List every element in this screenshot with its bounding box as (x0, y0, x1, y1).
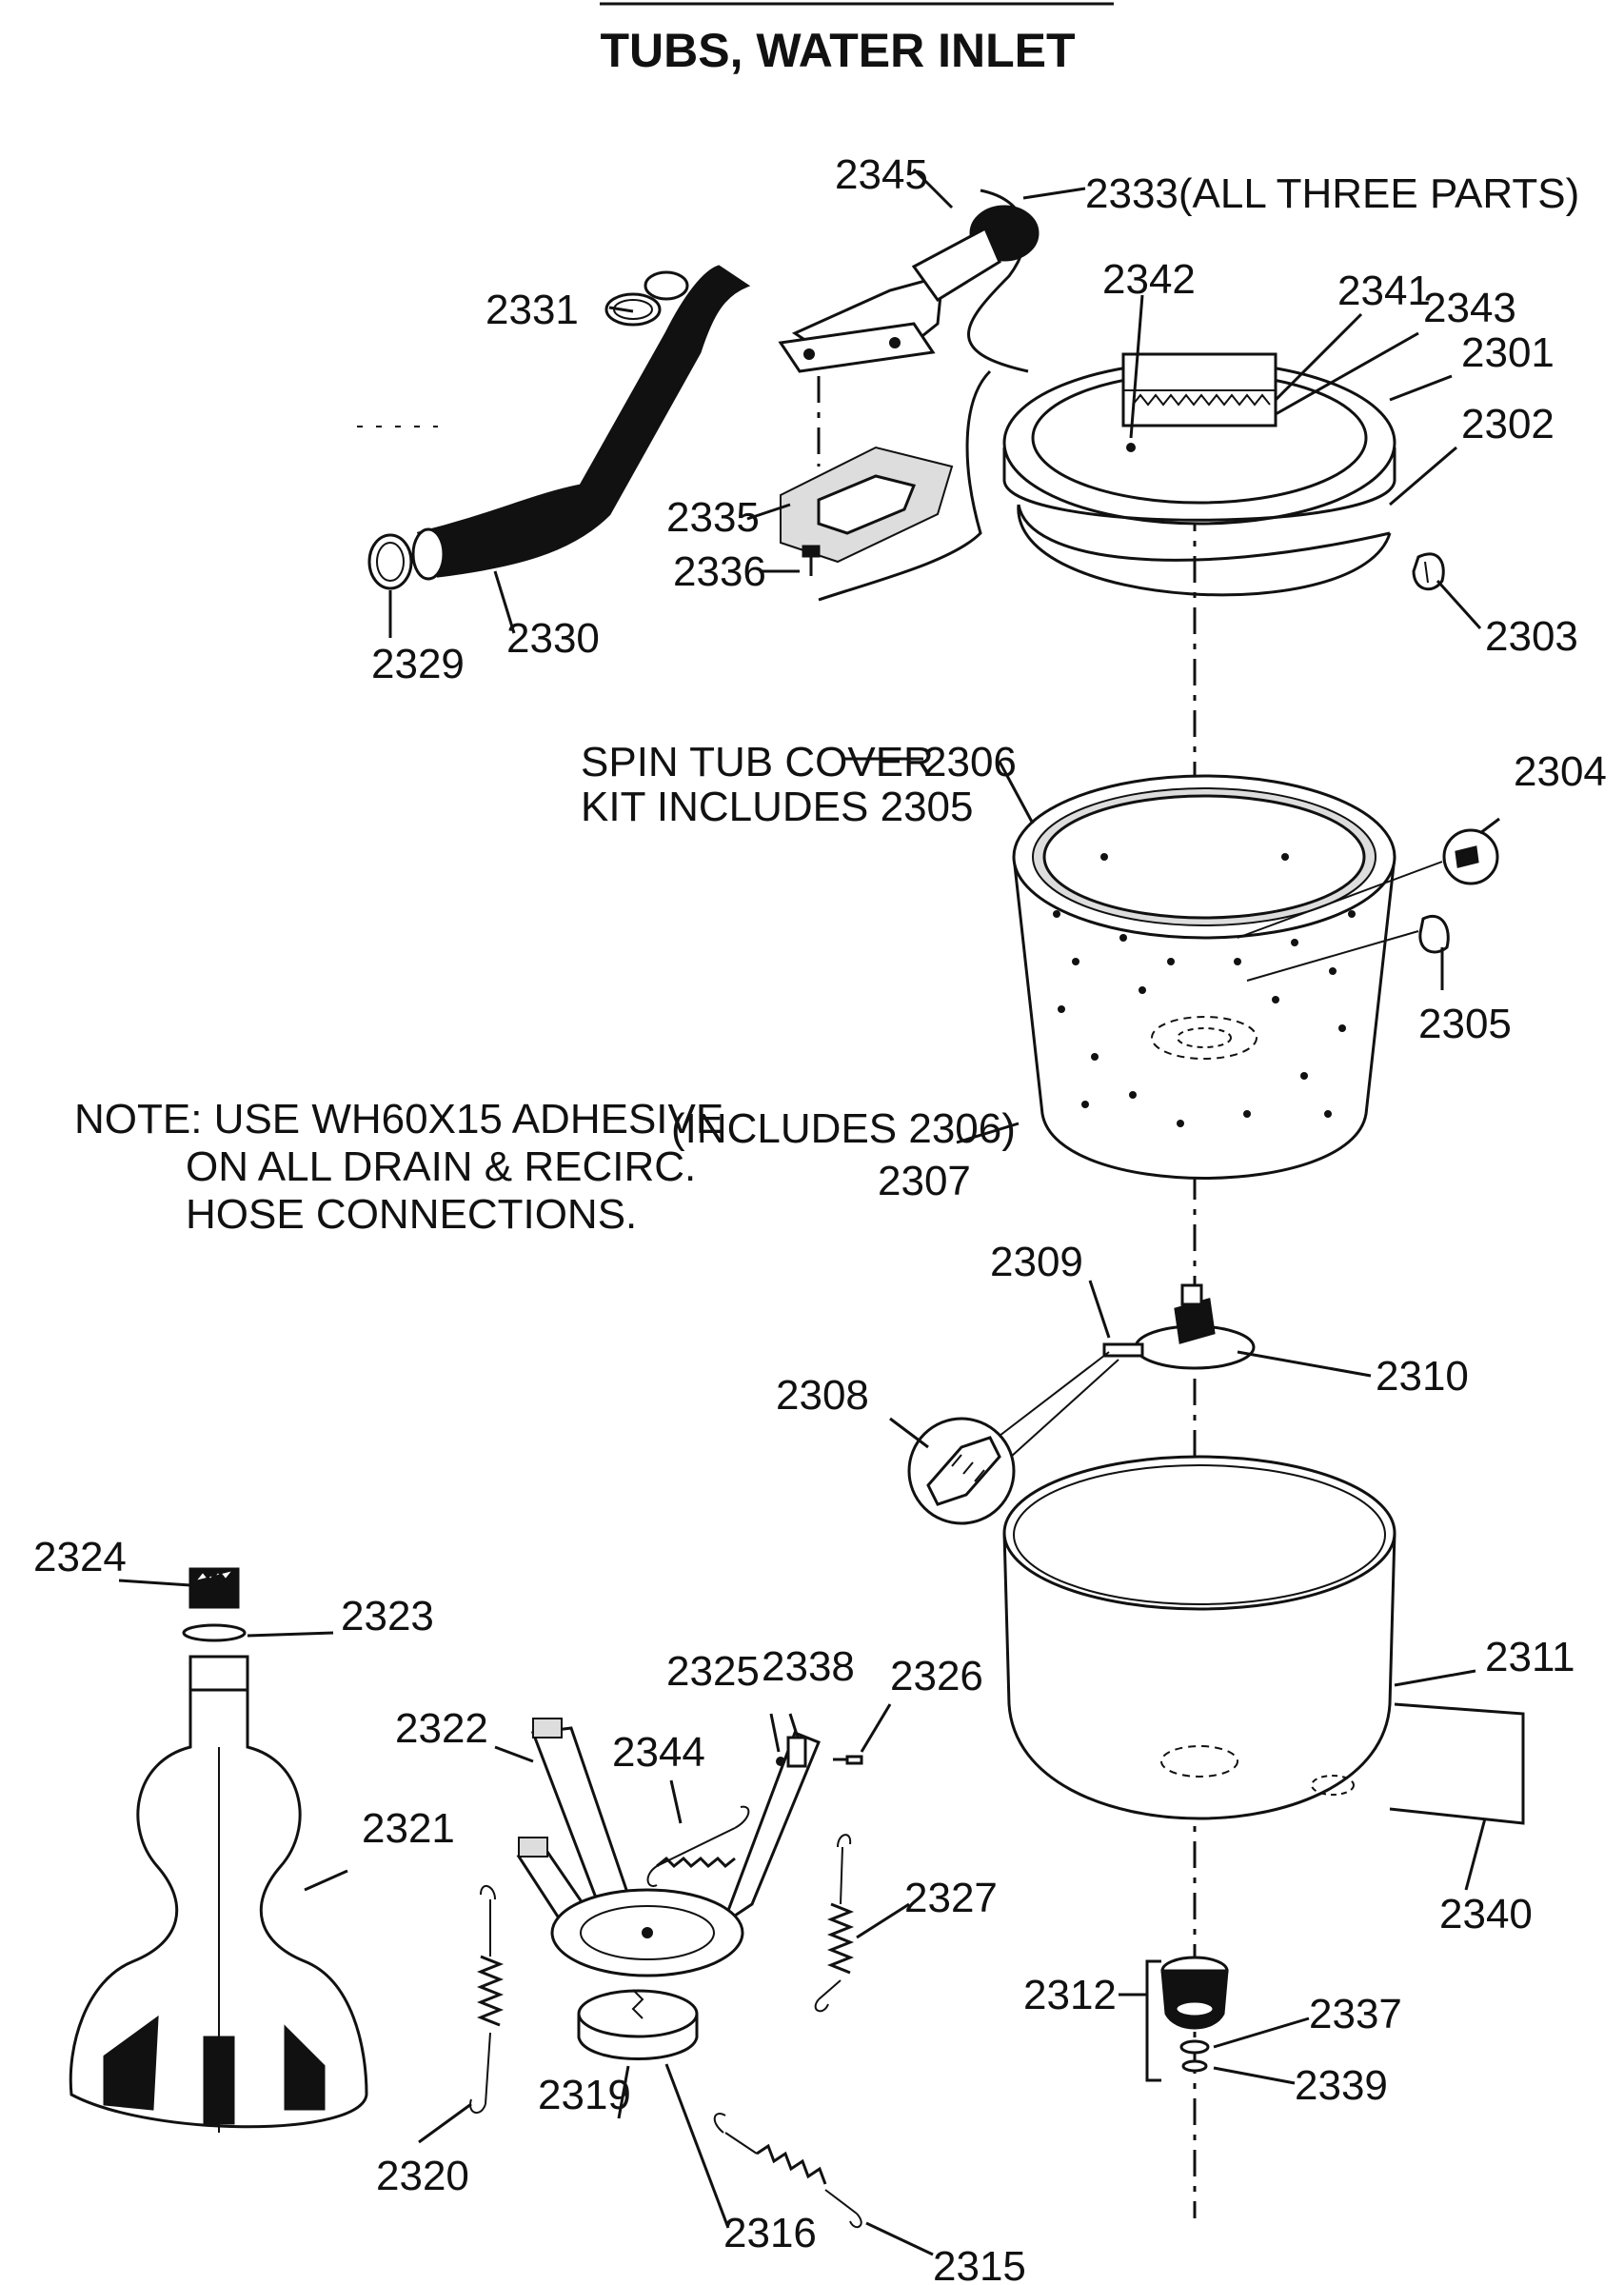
inlet-outline-curve (967, 189, 1029, 373)
callout-2310: 2310 (1376, 1353, 1469, 1400)
spring-2327 (814, 1834, 855, 2013)
spring-2320 (469, 1885, 505, 2114)
callout-2341: 2341 (1337, 268, 1431, 314)
callout-2345: 2345 (835, 151, 928, 198)
callout-2323: 2323 (341, 1593, 434, 1639)
callout-2343: 2343 (1423, 285, 1516, 331)
inlet-outline-curve-lower (818, 369, 992, 602)
drain-strap-2340 (1389, 1702, 1525, 1825)
gasket-2335 (780, 446, 954, 564)
note-line-1: NOTE: USE WH60X15 ADHESIVE (74, 1096, 723, 1142)
callout-2321: 2321 (362, 1805, 455, 1852)
key-2309 (1102, 1342, 1144, 1358)
callout-2320: 2320 (376, 2153, 469, 2199)
spin-tub-2307 (1012, 774, 1396, 1180)
callout-2330: 2330 (506, 615, 600, 662)
callout-2312: 2312 (1023, 1972, 1117, 2018)
callout-2306: 2306 (923, 739, 1017, 785)
bracket-2322 (516, 1718, 821, 1977)
callout-2333: 2333(ALL THREE PARTS) (1085, 170, 1579, 217)
clip-detail-2305 (1246, 914, 1450, 982)
callout-2335: 2335 (666, 494, 760, 541)
clip-2303 (1412, 552, 1445, 591)
callout-2319: 2319 (538, 2072, 631, 2118)
callout-2301: 2301 (1461, 329, 1555, 376)
includes-2306-label: (INCLUDES 2306) (671, 1105, 1016, 1152)
screw-2336 (802, 545, 821, 576)
callout-2336: 2336 (673, 548, 766, 595)
leader-lines (118, 168, 1500, 2256)
callout-2302: 2302 (1461, 401, 1555, 447)
bolt-detail-2308 (907, 1351, 1119, 1525)
callout-2340: 2340 (1439, 1891, 1533, 1937)
callout-2327: 2327 (904, 1875, 998, 1921)
note-line-3: HOSE CONNECTIONS. (186, 1191, 637, 1238)
screw-detail-2304 (1237, 828, 1499, 939)
callout-2331: 2331 (485, 287, 579, 333)
cap-2324 (188, 1567, 240, 1609)
hose-clamp-2329 (367, 533, 413, 590)
pulley-2316 (577, 1989, 699, 2060)
seal-2312 (1145, 1956, 1229, 2082)
callout-2315: 2315 (933, 2243, 1026, 2285)
callout-2344: 2344 (612, 1729, 705, 1776)
callout-2326: 2326 (890, 1653, 983, 1699)
callout-2322: 2322 (395, 1705, 488, 1752)
callout-2304: 2304 (1514, 748, 1607, 795)
spring-2315 (713, 2113, 862, 2229)
callout-2325: 2325 (666, 1648, 760, 1695)
baffle-2342-2341 (1121, 352, 1277, 452)
callout-2307: 2307 (878, 1158, 971, 1204)
tub-gasket-2302 (1017, 504, 1392, 597)
water-inlet-2345 (778, 205, 1040, 373)
agitator-2321 (69, 1655, 368, 2133)
callout-2338: 2338 (762, 1643, 855, 1690)
callout-2329: 2329 (371, 641, 465, 687)
callout-2311: 2311 (1485, 1634, 1575, 1680)
spin-tub-cover-label: SPIN TUB COVER (581, 739, 934, 785)
callout-2324: 2324 (33, 1534, 127, 1580)
spring-2344 (646, 1805, 750, 1887)
callout-2342: 2342 (1102, 256, 1196, 303)
callout-2337: 2337 (1309, 1991, 1402, 2037)
hub-2310 (1134, 1283, 1256, 1370)
callout-2303: 2303 (1485, 613, 1578, 660)
callout-2316: 2316 (723, 2210, 817, 2256)
callout-2339: 2339 (1295, 2062, 1388, 2109)
page-title: TUBS, WATER INLET (600, 24, 1075, 77)
ring-2323 (182, 1623, 247, 1642)
spin-tub-cover-kit-label: KIT INCLUDES 2305 (581, 784, 973, 830)
note-line-2: ON ALL DRAIN & RECIRC. (186, 1143, 696, 1190)
callout-2308: 2308 (776, 1372, 869, 1419)
callout-2309: 2309 (990, 1239, 1083, 1285)
callout-2305: 2305 (1418, 1001, 1512, 1047)
outer-tub-2311 (1002, 1455, 1396, 1820)
inlet-hose-2330 (411, 265, 751, 581)
